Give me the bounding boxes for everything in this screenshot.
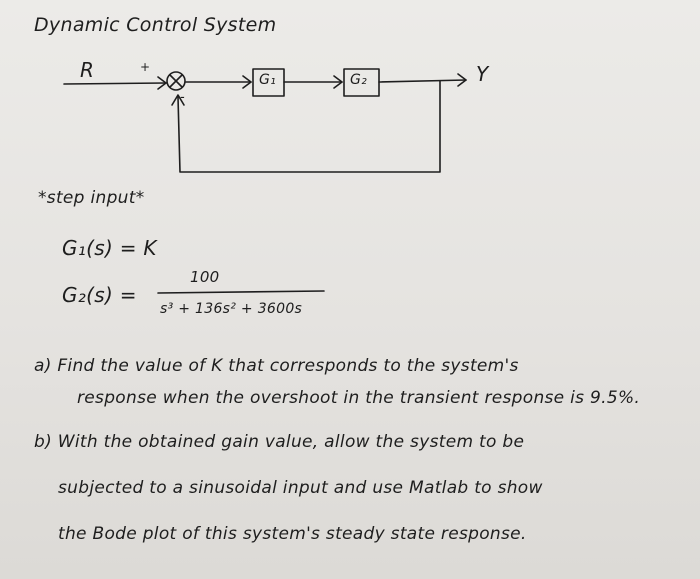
g2-denominator: s³ + 136s² + 3600s (160, 301, 303, 317)
summing-junction (166, 71, 186, 91)
output-arrowhead (457, 73, 467, 87)
input-arrowhead (157, 76, 167, 90)
feedback-path (177, 80, 441, 173)
g1-equation: G₁(s) = K (62, 236, 157, 260)
page-title: Dynamic Control System (34, 14, 277, 36)
g2-equation-lhs: G₂(s) = (62, 283, 137, 307)
arrowhead-g2 (333, 75, 343, 89)
block-g2-label: G₂ (350, 72, 368, 88)
question-b-line-1: b) With the obtained gain value, allow t… (34, 432, 525, 452)
fraction-bar (157, 290, 325, 294)
input-label: R (80, 58, 95, 82)
question-b-line-2: subjected to a sinusoidal input and use … (58, 478, 543, 498)
output-label: Y (476, 62, 489, 86)
sum-minus-sign: - (180, 90, 185, 105)
feedback-arrowhead (171, 94, 185, 106)
arrowhead-g1 (242, 75, 252, 89)
sum-plus-sign: + (140, 60, 151, 74)
input-line (63, 82, 167, 85)
g2-numerator: 100 (190, 268, 220, 286)
question-a-line-2: response when the overshoot in the trans… (77, 388, 641, 408)
question-a-line-1: a) Find the value of K that corresponds … (34, 356, 519, 376)
output-line (378, 79, 467, 83)
summing-junction-cross (169, 74, 183, 88)
block-g1-label: G₁ (259, 72, 277, 88)
step-input-note: *step input* (38, 188, 145, 208)
question-b-line-3: the Bode plot of this system's steady st… (58, 524, 527, 544)
